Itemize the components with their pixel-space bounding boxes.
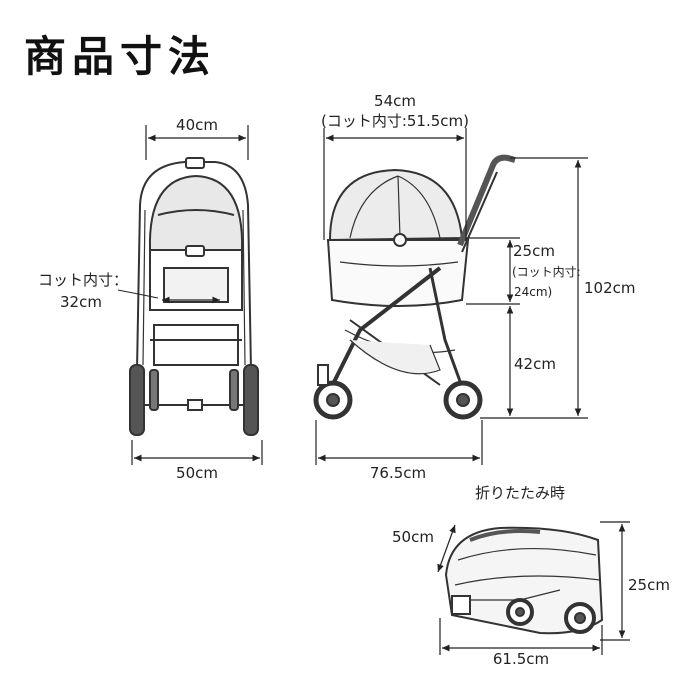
side-lower-height-label: 42cm [514,355,556,373]
folded-stroller [444,526,604,635]
side-cot-inner-height-label: (コット内寸: [512,265,581,279]
folded-caption: 折りたたみ時 [475,484,566,502]
side-length-bottom-label: 76.5cm [369,464,427,482]
side-cot-inner-length-label: (コット内寸:51.5cm) [320,112,470,130]
folded-length-label: 61.5cm [492,650,550,668]
folded-depth-label: 50cm [392,528,434,546]
side-cot-height-label: 25cm [513,242,555,260]
side-total-height-label: 102cm [584,279,636,297]
front-cot-inner-label: コット内寸： [38,271,129,289]
side-view-stroller [313,154,516,420]
front-width-bottom-label: 50cm [176,464,218,482]
side-cot-inner-height-value: 24cm) [514,285,553,299]
folded-height-label: 25cm [628,576,670,594]
front-cot-inner-value: 32cm [60,293,102,311]
side-length-top-label: 54cm [374,92,416,110]
folded-depth-dim [437,524,456,573]
front-width-top-label: 40cm [176,116,218,134]
page-title: 商品寸法 [24,32,217,81]
